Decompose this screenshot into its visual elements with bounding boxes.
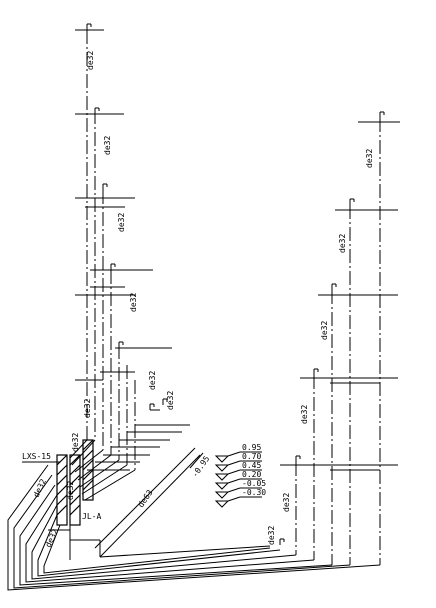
- right-floor-lines: [280, 121, 400, 471]
- pipe-label: de32: [166, 391, 175, 410]
- left-pipe-labels: de32 de32 de32 de32 de32 de32 de32: [83, 51, 175, 418]
- pipe-label: de32: [300, 405, 309, 424]
- pipe-label: de32: [117, 213, 126, 232]
- meter-box-label: LXS-15: [22, 452, 51, 461]
- pipe-label: de32: [103, 136, 112, 155]
- pipe-label: de32: [320, 321, 329, 340]
- level-marker-line: [189, 452, 204, 469]
- pipe-label: de32: [83, 399, 92, 418]
- pipe-label: de32: [66, 481, 75, 500]
- level-value: -0.05: [242, 479, 266, 488]
- level-value: 0.45: [242, 461, 261, 470]
- pipe-label: de32: [148, 371, 157, 390]
- pipe-label: de32: [71, 433, 80, 452]
- level-value: 0.20: [242, 470, 261, 479]
- pipe-label: de32: [365, 149, 374, 168]
- left-floor-lines: [75, 29, 172, 411]
- pipe-label: de32: [32, 477, 48, 498]
- main-pipe: [94, 447, 201, 558]
- meter-branches: [69, 424, 190, 501]
- left-taps: [86, 23, 168, 411]
- right-riser: [295, 118, 381, 565]
- mid-level-label: -0.95: [190, 454, 211, 479]
- elevation-legend: [214, 451, 262, 508]
- left-riser: [86, 30, 136, 470]
- bottom-pipes: [7, 464, 381, 591]
- pipe-label: de32: [282, 493, 291, 512]
- pipe-label: de32: [267, 526, 276, 545]
- level-value: 0.70: [242, 452, 261, 461]
- level-value: -0.30: [242, 488, 266, 497]
- pipe-label: de32: [129, 293, 138, 312]
- level-value: 0.95: [242, 443, 261, 452]
- meter-box: [56, 439, 94, 526]
- riser-label: JL-A: [82, 512, 101, 521]
- pipe-label: de32: [86, 51, 95, 70]
- right-pipe-labels: de32 de32 de32 de32 de32 de32: [267, 149, 374, 545]
- pipe-label: de32: [338, 234, 347, 253]
